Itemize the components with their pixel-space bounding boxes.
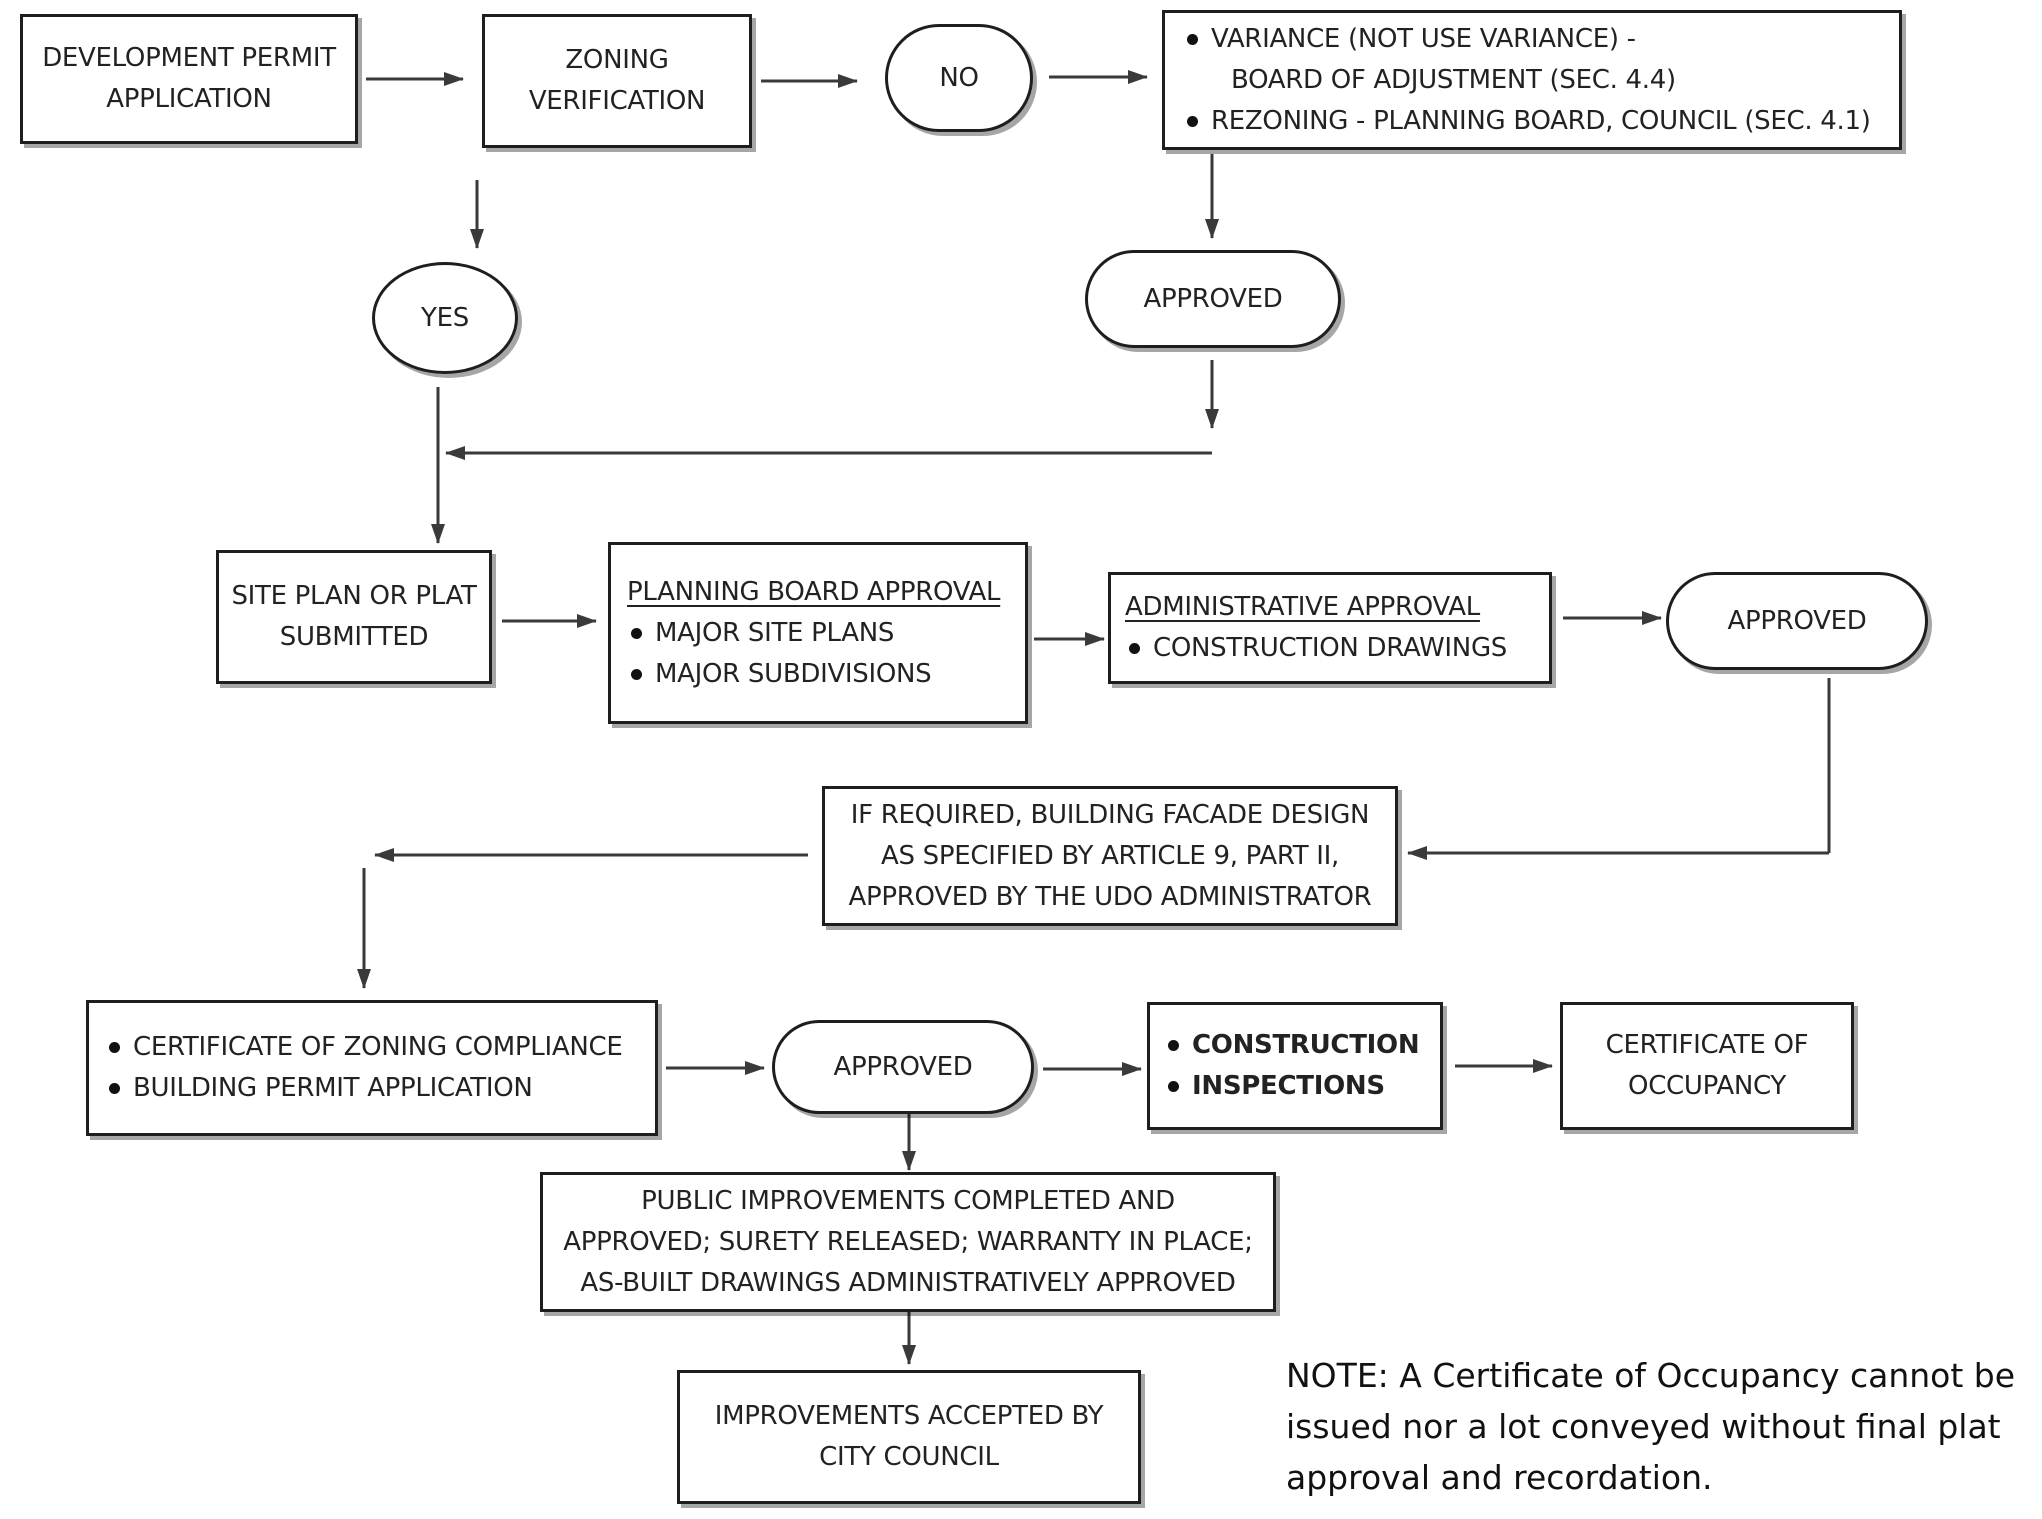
node-text: ZONING — [565, 45, 669, 75]
node-text: DEVELOPMENT PERMIT — [42, 43, 336, 73]
node-text: APPROVED — [833, 1051, 973, 1082]
site-plan-submitted-box: SITE PLAN OR PLAT SUBMITTED — [216, 550, 492, 684]
variance-item: VARIANCE (NOT USE VARIANCE) - — [1183, 19, 1899, 60]
node-text: APPLICATION — [106, 84, 272, 114]
rezoning-item: REZONING - PLANNING BOARD, COUNCIL (SEC.… — [1183, 101, 1899, 142]
no-decision: NO — [885, 24, 1033, 132]
admin-approval-item: CONSTRUCTION DRAWINGS — [1125, 628, 1549, 669]
administrative-approval-box: ADMINISTRATIVE APPROVAL CONSTRUCTION DRA… — [1108, 572, 1552, 684]
node-text: CERTIFICATE OF — [1605, 1030, 1809, 1060]
yes-decision: YES — [372, 262, 518, 374]
node-text: OCCUPANCY — [1628, 1071, 1786, 1101]
node-text: PUBLIC IMPROVEMENTS COMPLETED AND — [641, 1185, 1175, 1216]
improvements-accepted-box: IMPROVEMENTS ACCEPTED BY CITY COUNCIL — [677, 1370, 1141, 1504]
node-text: CITY COUNCIL — [819, 1442, 999, 1472]
planning-board-title: PLANNING BOARD APPROVAL — [627, 576, 1001, 607]
compliance-item: CERTIFICATE OF ZONING COMPLIANCE — [105, 1027, 655, 1068]
node-text: YES — [421, 302, 469, 333]
approved-mid-terminal: APPROVED — [1666, 572, 1928, 670]
development-permit-application-box: DEVELOPMENT PERMIT APPLICATION — [20, 14, 358, 144]
planning-board-approval-box: PLANNING BOARD APPROVAL MAJOR SITE PLANS… — [608, 542, 1028, 724]
note-line: issued nor a lot conveyed without final … — [1286, 1407, 2001, 1446]
node-text: APPROVED — [1727, 605, 1867, 636]
approved-top-terminal: APPROVED — [1085, 250, 1341, 348]
node-text: AS-BUILT DRAWINGS ADMINISTRATIVELY APPRO… — [580, 1267, 1236, 1298]
variance-rezoning-box: VARIANCE (NOT USE VARIANCE) - BOARD OF A… — [1162, 10, 1902, 150]
approved-bottom-terminal: APPROVED — [772, 1020, 1034, 1114]
variance-continuation: BOARD OF ADJUSTMENT (SEC. 4.4) — [1231, 64, 1676, 95]
construction-inspections-box: CONSTRUCTION INSPECTIONS — [1147, 1002, 1443, 1130]
inspections-item: INSPECTIONS — [1164, 1066, 1440, 1107]
occupancy-note: NOTE: A Certificate of Occupancy cannot … — [1286, 1350, 2042, 1503]
node-text: IF REQUIRED, BUILDING FACADE DESIGN — [850, 799, 1370, 830]
admin-approval-title: ADMINISTRATIVE APPROVAL — [1125, 592, 1480, 622]
planning-board-item: MAJOR SITE PLANS — [627, 613, 1025, 654]
node-text: VERIFICATION — [528, 86, 706, 116]
zoning-compliance-permit-box: CERTIFICATE OF ZONING COMPLIANCE BUILDIN… — [86, 1000, 658, 1136]
node-text: SUBMITTED — [279, 622, 429, 652]
note-line: NOTE: A Certificate of Occupancy cannot … — [1286, 1356, 2016, 1395]
compliance-item: BUILDING PERMIT APPLICATION — [105, 1068, 655, 1109]
public-improvements-box: PUBLIC IMPROVEMENTS COMPLETED AND APPROV… — [540, 1172, 1276, 1312]
building-facade-design-box: IF REQUIRED, BUILDING FACADE DESIGN AS S… — [822, 786, 1398, 926]
node-text: APPROVED; SURETY RELEASED; WARRANTY IN P… — [563, 1226, 1253, 1257]
certificate-of-occupancy-box: CERTIFICATE OF OCCUPANCY — [1560, 1002, 1854, 1130]
node-text: APPROVED — [1143, 283, 1283, 314]
zoning-verification-box: ZONING VERIFICATION — [482, 14, 752, 148]
node-text: AS SPECIFIED BY ARTICLE 9, PART II, — [880, 840, 1340, 871]
node-text: NO — [939, 62, 979, 93]
node-text: SITE PLAN OR PLAT — [231, 581, 477, 611]
node-text: IMPROVEMENTS ACCEPTED BY — [714, 1401, 1104, 1431]
note-line: approval and recordation. — [1286, 1458, 1713, 1497]
construction-item: CONSTRUCTION — [1164, 1025, 1440, 1066]
node-text: APPROVED BY THE UDO ADMINISTRATOR — [848, 881, 1372, 912]
planning-board-item: MAJOR SUBDIVISIONS — [627, 654, 1025, 695]
